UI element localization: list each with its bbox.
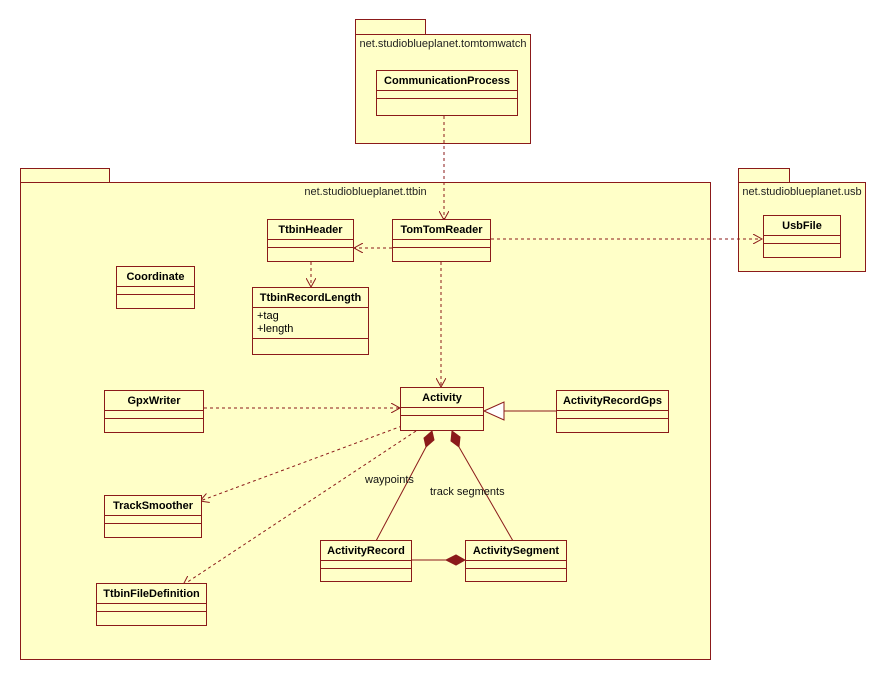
attributes-compartment <box>377 91 517 99</box>
operations-compartment <box>393 248 490 261</box>
operations-compartment <box>321 569 411 581</box>
attributes-compartment <box>321 561 411 569</box>
attributes-compartment: +tag +length <box>253 308 368 339</box>
attributes-compartment <box>764 236 840 244</box>
class-coordinate[interactable]: Coordinate <box>116 266 195 309</box>
operations-compartment <box>377 99 517 115</box>
class-name: TrackSmoother <box>105 496 201 516</box>
attribute-tag: +tag <box>257 310 279 322</box>
generalization-arrowhead <box>482 401 505 421</box>
package-label-ttbin: net.studioblueplanet.ttbin <box>304 186 427 198</box>
class-activity-segment[interactable]: ActivitySegment <box>465 540 567 582</box>
class-name: ActivityRecordGps <box>557 391 668 411</box>
operations-compartment <box>466 569 566 581</box>
operations-compartment <box>401 416 483 430</box>
operations-compartment <box>97 612 206 625</box>
composition-tracksegments-line <box>458 446 514 542</box>
operations-compartment <box>117 295 194 308</box>
attribute-length: +length <box>257 323 294 335</box>
attributes-compartment <box>105 411 203 419</box>
operations-compartment <box>268 248 353 261</box>
class-name: GpxWriter <box>105 391 203 411</box>
operations-compartment <box>557 419 668 432</box>
composition-diamond-waypoints <box>423 430 435 448</box>
class-name: Activity <box>401 388 483 408</box>
class-name: TtbinHeader <box>268 220 353 240</box>
attributes-compartment <box>466 561 566 569</box>
package-label-tomtomwatch: net.studioblueplanet.tomtomwatch <box>359 38 527 50</box>
class-gpx-writer[interactable]: GpxWriter <box>104 390 204 433</box>
class-name: CommunicationProcess <box>377 71 517 91</box>
class-activity[interactable]: Activity <box>400 387 484 431</box>
dependency-activity-to-tracksmoother <box>200 425 403 501</box>
attributes-compartment <box>268 240 353 248</box>
class-tomtom-reader[interactable]: TomTomReader <box>392 219 491 262</box>
association-label-waypoints: waypoints <box>365 474 414 486</box>
attributes-compartment <box>401 408 483 416</box>
class-name: TomTomReader <box>393 220 490 240</box>
class-name: Coordinate <box>117 267 194 287</box>
class-name: ActivitySegment <box>466 541 566 561</box>
composition-diamond-segment-record <box>444 554 467 566</box>
operations-compartment <box>105 419 203 432</box>
class-ttbin-file-definition[interactable]: TtbinFileDefinition <box>96 583 207 626</box>
class-name: TtbinFileDefinition <box>97 584 206 604</box>
dependency-activity-to-filedefinition <box>183 430 417 585</box>
composition-diamond-tracksegments <box>450 430 461 448</box>
class-activity-record-gps[interactable]: ActivityRecordGps <box>556 390 669 433</box>
class-activity-record[interactable]: ActivityRecord <box>320 540 412 582</box>
operations-compartment <box>764 244 840 257</box>
class-ttbin-header[interactable]: TtbinHeader <box>267 219 354 262</box>
class-usb-file[interactable]: UsbFile <box>763 215 841 258</box>
attributes-compartment <box>105 516 201 524</box>
class-communication-process[interactable]: CommunicationProcess <box>376 70 518 116</box>
class-ttbin-record-length[interactable]: TtbinRecordLength +tag +length <box>252 287 369 355</box>
association-label-track-segments: track segments <box>430 486 505 498</box>
attributes-compartment <box>393 240 490 248</box>
operations-compartment <box>253 339 368 354</box>
class-name: TtbinRecordLength <box>253 288 368 308</box>
class-track-smoother[interactable]: TrackSmoother <box>104 495 202 538</box>
attributes-compartment <box>97 604 206 612</box>
attributes-compartment <box>117 287 194 295</box>
operations-compartment <box>105 524 201 537</box>
package-label-usb: net.studioblueplanet.usb <box>742 186 862 198</box>
attributes-compartment <box>557 411 668 419</box>
class-name: ActivityRecord <box>321 541 411 561</box>
composition-waypoints-line <box>375 446 427 542</box>
class-name: UsbFile <box>764 216 840 236</box>
